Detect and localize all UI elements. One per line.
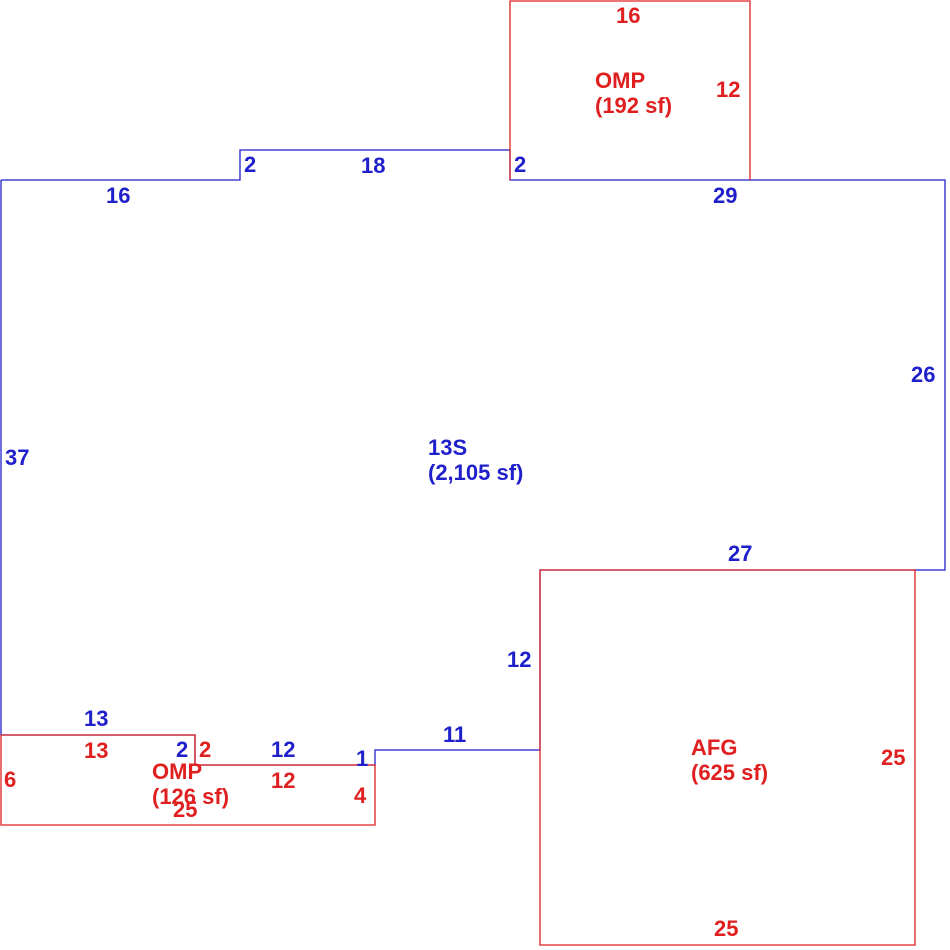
dim-omp-bottom-top-mid: 12 <box>271 768 295 793</box>
dim-main-step-vertical: 12 <box>507 647 531 672</box>
dim-omp-bottom-top-left: 13 <box>84 738 108 763</box>
omp-bottom-size: (126 sf) <box>152 784 229 809</box>
dim-main-notch-left: 2 <box>244 152 256 177</box>
dim-omp-bottom-notch: 2 <box>199 737 211 762</box>
dim-omp-top-right: 12 <box>716 77 740 102</box>
dim-main-bottom-left: 13 <box>84 706 108 731</box>
dim-main-top-left: 16 <box>106 183 130 208</box>
omp-top-code: OMP <box>595 68 645 93</box>
main-area-code: 13S <box>428 435 467 460</box>
omp-bottom-outline <box>0 734 376 826</box>
dim-main-notch-top: 18 <box>361 153 385 178</box>
dim-main-step-mid: 11 <box>443 722 466 747</box>
dim-main-bottom-notch: 2 <box>176 737 188 762</box>
main-area-size: (2,105 sf) <box>428 460 523 485</box>
dim-omp-bottom-bottom: 25 <box>173 797 197 822</box>
dim-main-right: 26 <box>911 362 935 387</box>
dim-main-left: 37 <box>5 445 29 470</box>
dim-omp-top-top: 16 <box>616 3 640 28</box>
dim-omp-bottom-left: 6 <box>4 767 16 792</box>
afg-size: (625 sf) <box>691 760 768 785</box>
afg-code: AFG <box>691 735 737 760</box>
omp-top-outline <box>509 0 751 180</box>
afg-outline <box>539 569 916 946</box>
dim-main-step-small: 1 <box>356 746 368 771</box>
main-area-outline <box>0 149 946 766</box>
dim-main-step-bottom: 27 <box>728 541 752 566</box>
omp-top-size: (192 sf) <box>595 93 672 118</box>
dim-omp-bottom-right: 4 <box>354 783 367 808</box>
dim-main-bottom-mid: 12 <box>271 737 295 762</box>
dim-afg-bottom: 25 <box>714 916 738 941</box>
dim-main-notch-right: 2 <box>514 152 526 177</box>
dim-main-top-right: 29 <box>713 183 737 208</box>
omp-bottom-code: OMP <box>152 759 202 784</box>
dim-afg-right: 25 <box>881 745 905 770</box>
